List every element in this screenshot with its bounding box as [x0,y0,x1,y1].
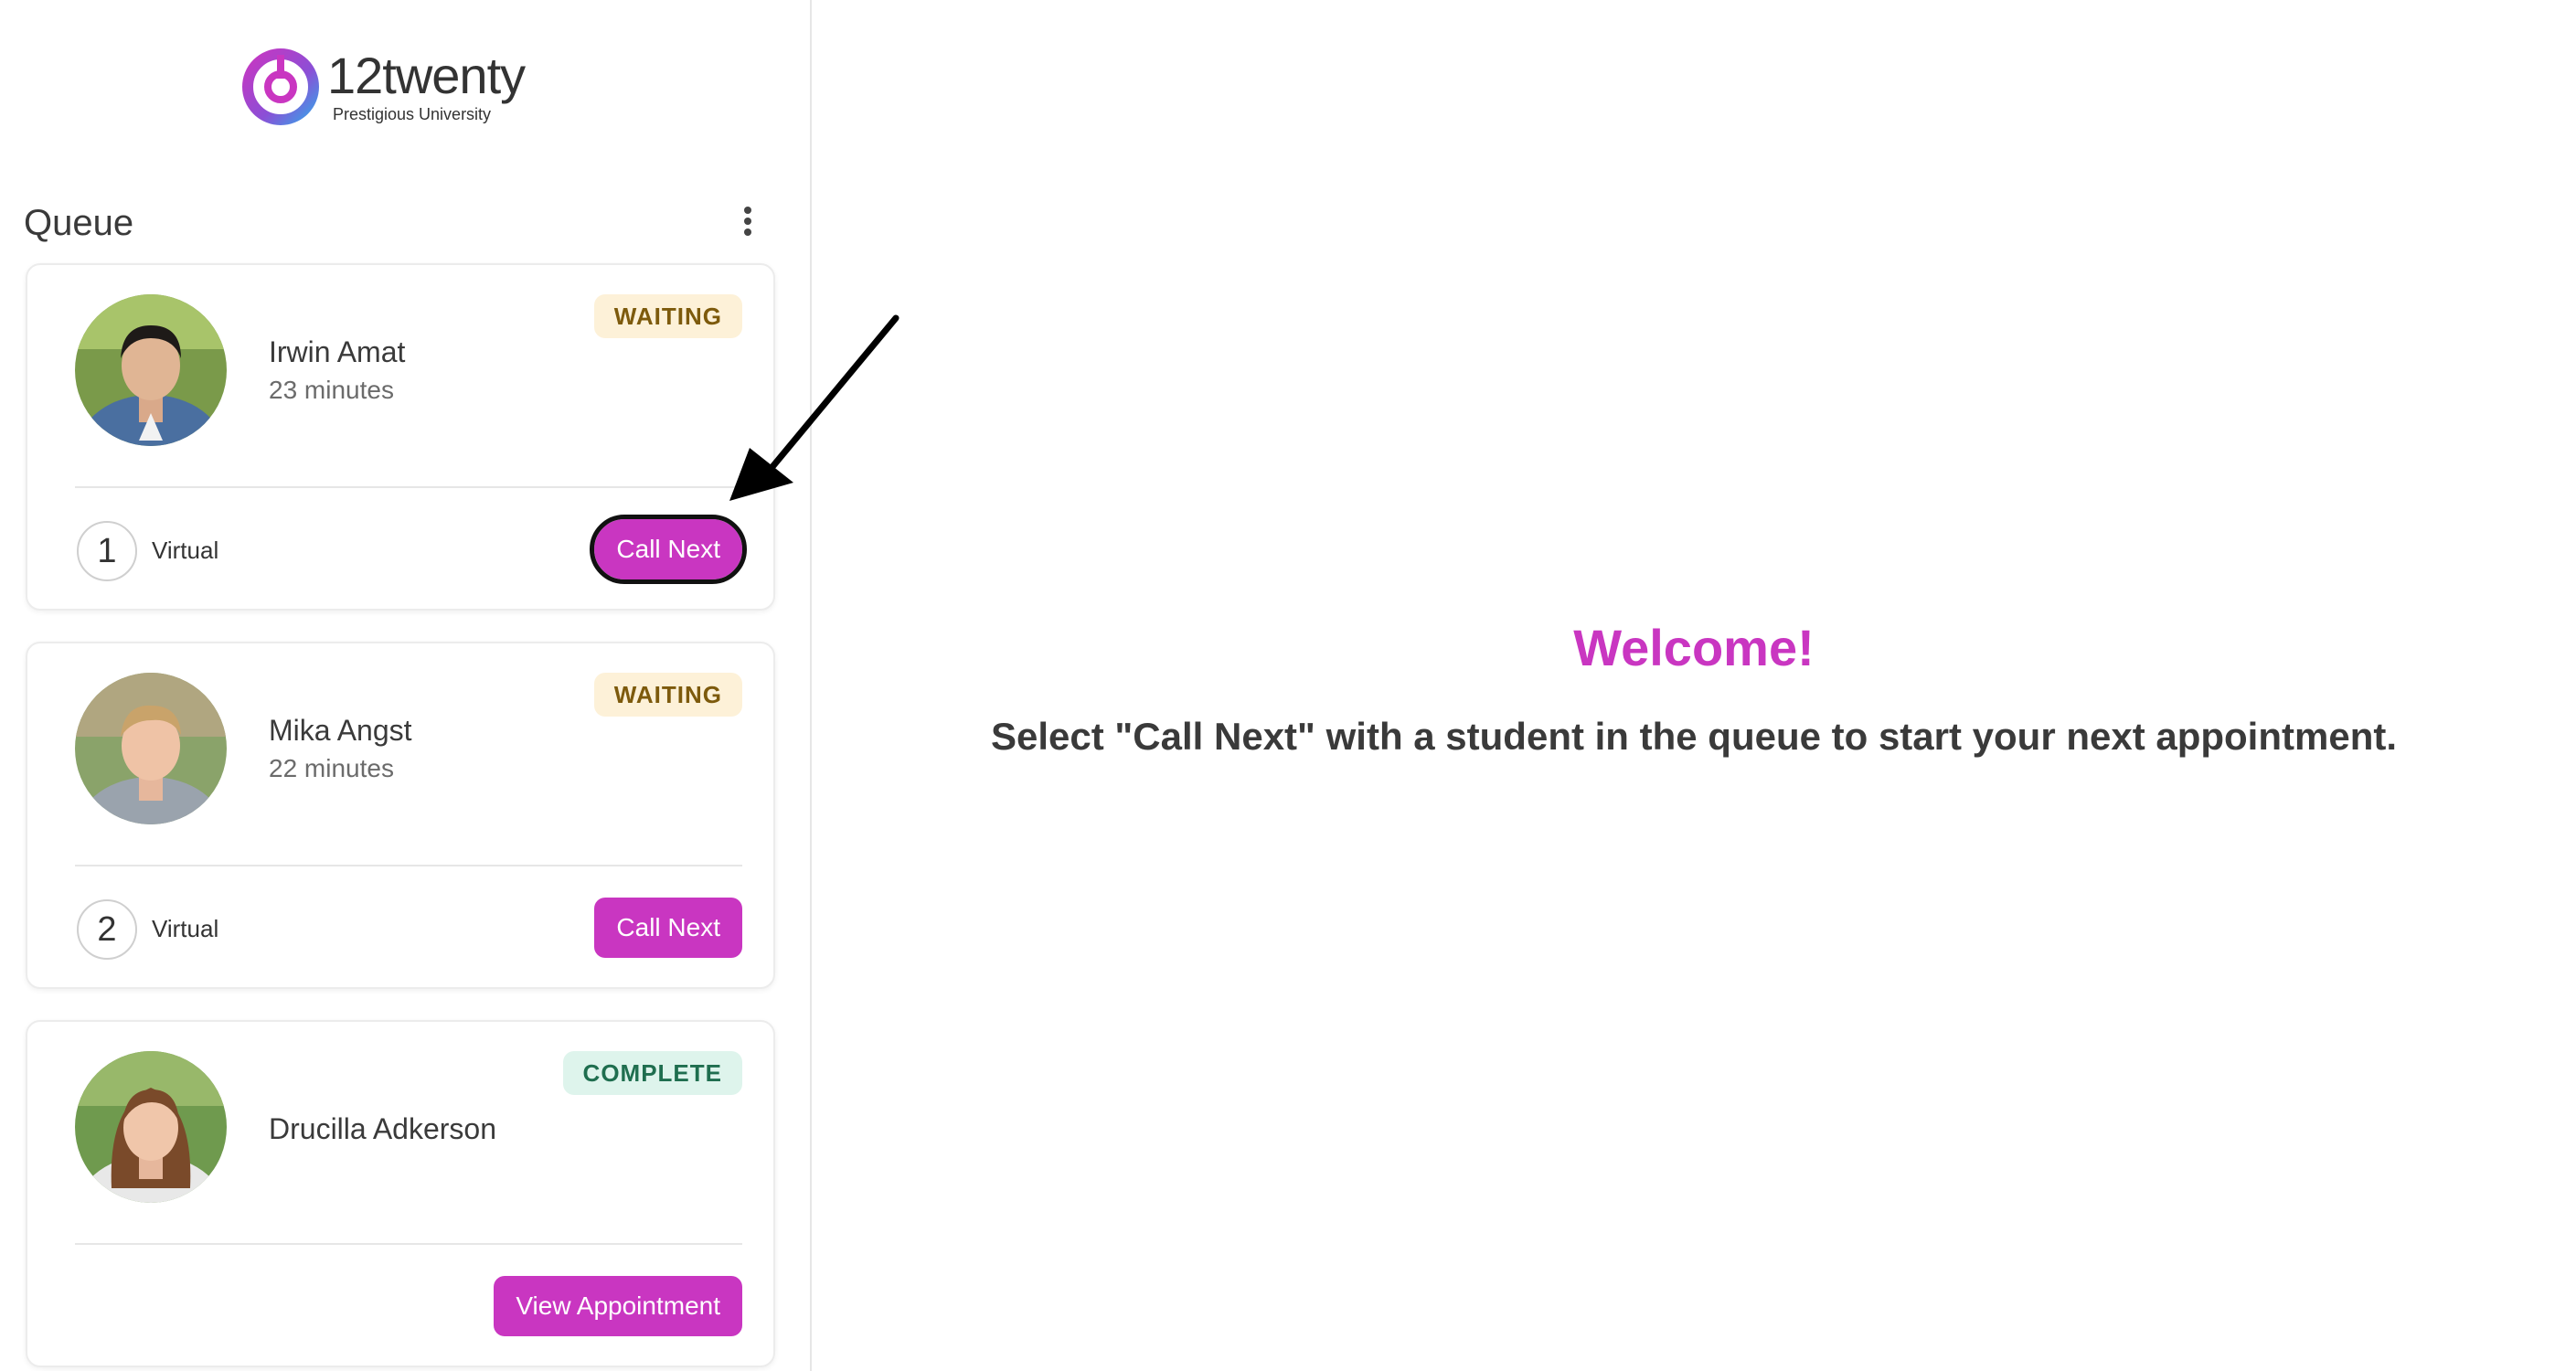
view-appointment-button[interactable]: View Appointment [494,1276,742,1336]
queue-sidebar: 12twenty Prestigious University Queue Ir… [0,0,812,1371]
queue-position: 1 [77,521,137,581]
status-badge: WAITING [593,294,742,338]
card-divider [75,865,742,866]
card-divider [75,1243,742,1245]
welcome-heading: Welcome! [1573,619,1815,676]
student-name: Drucilla Adkerson [269,1112,496,1145]
card-divider [75,486,742,488]
student-name: Irwin Amat [269,335,406,368]
queue-position: 2 [77,899,137,960]
visit-type: Virtual [152,537,219,564]
status-badge: COMPLETE [562,1051,742,1095]
student-avatar [75,1051,227,1203]
student-avatar [75,673,227,824]
call-next-button[interactable]: Call Next [590,515,747,584]
student-avatar [75,294,227,446]
queue-card: Irwin Amat 23 minutes WAITING 1 Virtual … [26,263,775,611]
visit-type: Virtual [152,915,219,942]
logo-icon [242,48,319,125]
status-badge: WAITING [593,673,742,717]
queue-card: Drucilla Adkerson COMPLETE View Appointm… [26,1020,775,1367]
student-name: Mika Angst [269,714,412,747]
wait-time: 23 minutes [269,376,394,404]
call-next-button[interactable]: Call Next [594,898,742,958]
wait-time: 22 minutes [269,754,394,782]
brand-logo: 12twenty Prestigious University [241,48,543,130]
institution-name: Prestigious University [333,105,492,123]
more-vertical-icon[interactable] [737,207,759,239]
welcome-instructions: Select "Call Next" with a student in the… [990,715,2398,758]
brand-name: 12twenty [327,47,526,104]
queue-title: Queue [24,203,134,243]
queue-card: Mika Angst 22 minutes WAITING 2 Virtual … [26,642,775,989]
